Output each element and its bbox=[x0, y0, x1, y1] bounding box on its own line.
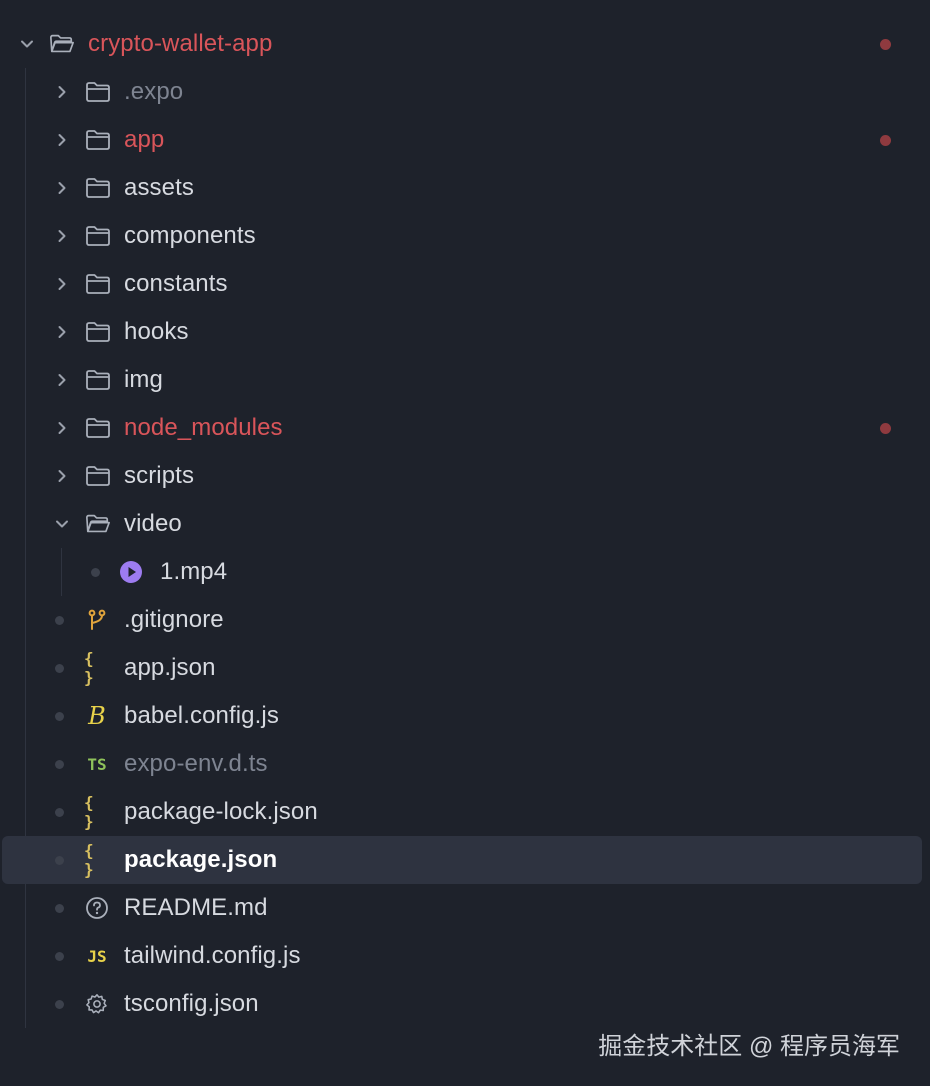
tree-label-video: video bbox=[124, 510, 182, 537]
tree-label-package-json: package.json bbox=[124, 846, 278, 873]
chevron-right-icon[interactable] bbox=[55, 325, 69, 339]
folder-icon bbox=[85, 463, 111, 489]
tree-row-folder-hooks[interactable]: hooks bbox=[0, 308, 930, 356]
tree-label-assets: assets bbox=[124, 174, 194, 201]
tree-row-file-mp4[interactable]: 1.mp4 bbox=[0, 548, 930, 596]
indent-guide-video bbox=[61, 548, 62, 596]
unmodified-dot bbox=[91, 567, 100, 577]
tree-row-folder-scripts[interactable]: scripts bbox=[0, 452, 930, 500]
tree-row-folder-assets[interactable]: assets bbox=[0, 164, 930, 212]
tree-row-folder-components[interactable]: components bbox=[0, 212, 930, 260]
tree-label-tailwind-config: tailwind.config.js bbox=[124, 942, 301, 969]
chevron-right-icon[interactable] bbox=[55, 277, 69, 291]
unmodified-dot bbox=[55, 855, 64, 865]
typescript-icon: TS bbox=[87, 754, 107, 774]
tree-row-root[interactable]: crypto-wallet-app bbox=[0, 20, 930, 68]
modified-status-dot bbox=[880, 38, 891, 50]
tree-label-expo-env: expo-env.d.ts bbox=[124, 750, 268, 777]
chevron-right-icon[interactable] bbox=[55, 85, 69, 99]
tree-label-root: crypto-wallet-app bbox=[88, 30, 273, 57]
tree-label-readme: README.md bbox=[124, 894, 268, 921]
tree-label-app: app bbox=[124, 126, 165, 153]
folder-icon bbox=[85, 79, 111, 105]
unmodified-dot bbox=[55, 663, 64, 673]
video-play-icon bbox=[118, 559, 144, 585]
unmodified-dot bbox=[55, 711, 64, 721]
gear-icon bbox=[84, 991, 110, 1017]
tree-label-mp4: 1.mp4 bbox=[160, 558, 228, 585]
modified-status-dot bbox=[880, 134, 891, 146]
tree-row-file-expo-env[interactable]: TS expo-env.d.ts bbox=[0, 740, 930, 788]
unmodified-dot bbox=[55, 903, 64, 913]
modified-status-dot bbox=[880, 422, 891, 434]
tree-row-folder-constants[interactable]: constants bbox=[0, 260, 930, 308]
tree-label-tsconfig: tsconfig.json bbox=[124, 990, 259, 1017]
unmodified-dot bbox=[55, 951, 64, 961]
tree-row-file-tailwind-config[interactable]: JS tailwind.config.js bbox=[0, 932, 930, 980]
tree-label-app-json: app.json bbox=[124, 654, 216, 681]
unmodified-dot bbox=[55, 759, 64, 769]
folder-open-icon bbox=[85, 511, 111, 537]
tree-row-folder-img[interactable]: img bbox=[0, 356, 930, 404]
watermark-text: 掘金技术社区 @ 程序员海军 bbox=[598, 1033, 900, 1060]
tree-row-file-babel-config[interactable]: B babel.config.js bbox=[0, 692, 930, 740]
tree-label-gitignore: .gitignore bbox=[124, 606, 224, 633]
tree-row-folder-node-modules[interactable]: node_modules bbox=[0, 404, 930, 452]
folder-open-icon bbox=[49, 31, 75, 57]
chevron-right-icon[interactable] bbox=[55, 373, 69, 387]
tree-row-file-readme[interactable]: README.md bbox=[0, 884, 930, 932]
tree-label-constants: constants bbox=[124, 270, 228, 297]
tree-row-folder-app[interactable]: app bbox=[0, 116, 930, 164]
tree-row-file-gitignore[interactable]: .gitignore bbox=[0, 596, 930, 644]
chevron-right-icon[interactable] bbox=[55, 469, 69, 483]
chevron-right-icon[interactable] bbox=[55, 181, 69, 195]
tree-row-file-tsconfig[interactable]: tsconfig.json bbox=[0, 980, 930, 1028]
javascript-icon: JS bbox=[87, 946, 107, 966]
folder-icon bbox=[85, 223, 111, 249]
tree-label-node-modules: node_modules bbox=[124, 414, 283, 441]
tree-row-folder-expo[interactable]: .expo bbox=[0, 68, 930, 116]
chevron-right-icon[interactable] bbox=[55, 229, 69, 243]
folder-icon bbox=[85, 127, 111, 153]
question-circle-icon bbox=[84, 895, 110, 921]
folder-icon bbox=[85, 271, 111, 297]
folder-icon bbox=[85, 415, 111, 441]
unmodified-dot bbox=[55, 615, 64, 625]
json-braces-icon: { } bbox=[84, 649, 94, 687]
tree-label-hooks: hooks bbox=[124, 318, 189, 345]
tree-label-babel-config: babel.config.js bbox=[124, 702, 279, 729]
git-branch-icon bbox=[84, 607, 110, 633]
folder-icon bbox=[85, 367, 111, 393]
chevron-right-icon[interactable] bbox=[55, 421, 69, 435]
babel-icon: B bbox=[88, 702, 106, 730]
tree-label-expo: .expo bbox=[124, 78, 184, 105]
json-braces-icon: { } bbox=[84, 793, 94, 831]
tree-row-folder-video[interactable]: video bbox=[0, 500, 930, 548]
chevron-right-icon[interactable] bbox=[55, 133, 69, 147]
folder-icon bbox=[85, 319, 111, 345]
tree-label-components: components bbox=[124, 222, 256, 249]
tree-label-package-lock: package-lock.json bbox=[124, 798, 318, 825]
tree-label-scripts: scripts bbox=[124, 462, 195, 489]
unmodified-dot bbox=[55, 807, 64, 817]
chevron-down-icon[interactable] bbox=[55, 517, 69, 531]
chevron-down-icon[interactable] bbox=[20, 37, 34, 51]
tree-row-file-app-json[interactable]: { } app.json bbox=[0, 644, 930, 692]
folder-icon bbox=[85, 175, 111, 201]
unmodified-dot bbox=[55, 999, 64, 1009]
tree-label-img: img bbox=[124, 366, 163, 393]
tree-row-file-package-json[interactable]: { } package.json bbox=[2, 836, 922, 884]
tree-row-file-package-lock[interactable]: { } package-lock.json bbox=[0, 788, 930, 836]
indent-guide bbox=[25, 68, 26, 1028]
json-braces-icon: { } bbox=[84, 841, 94, 879]
